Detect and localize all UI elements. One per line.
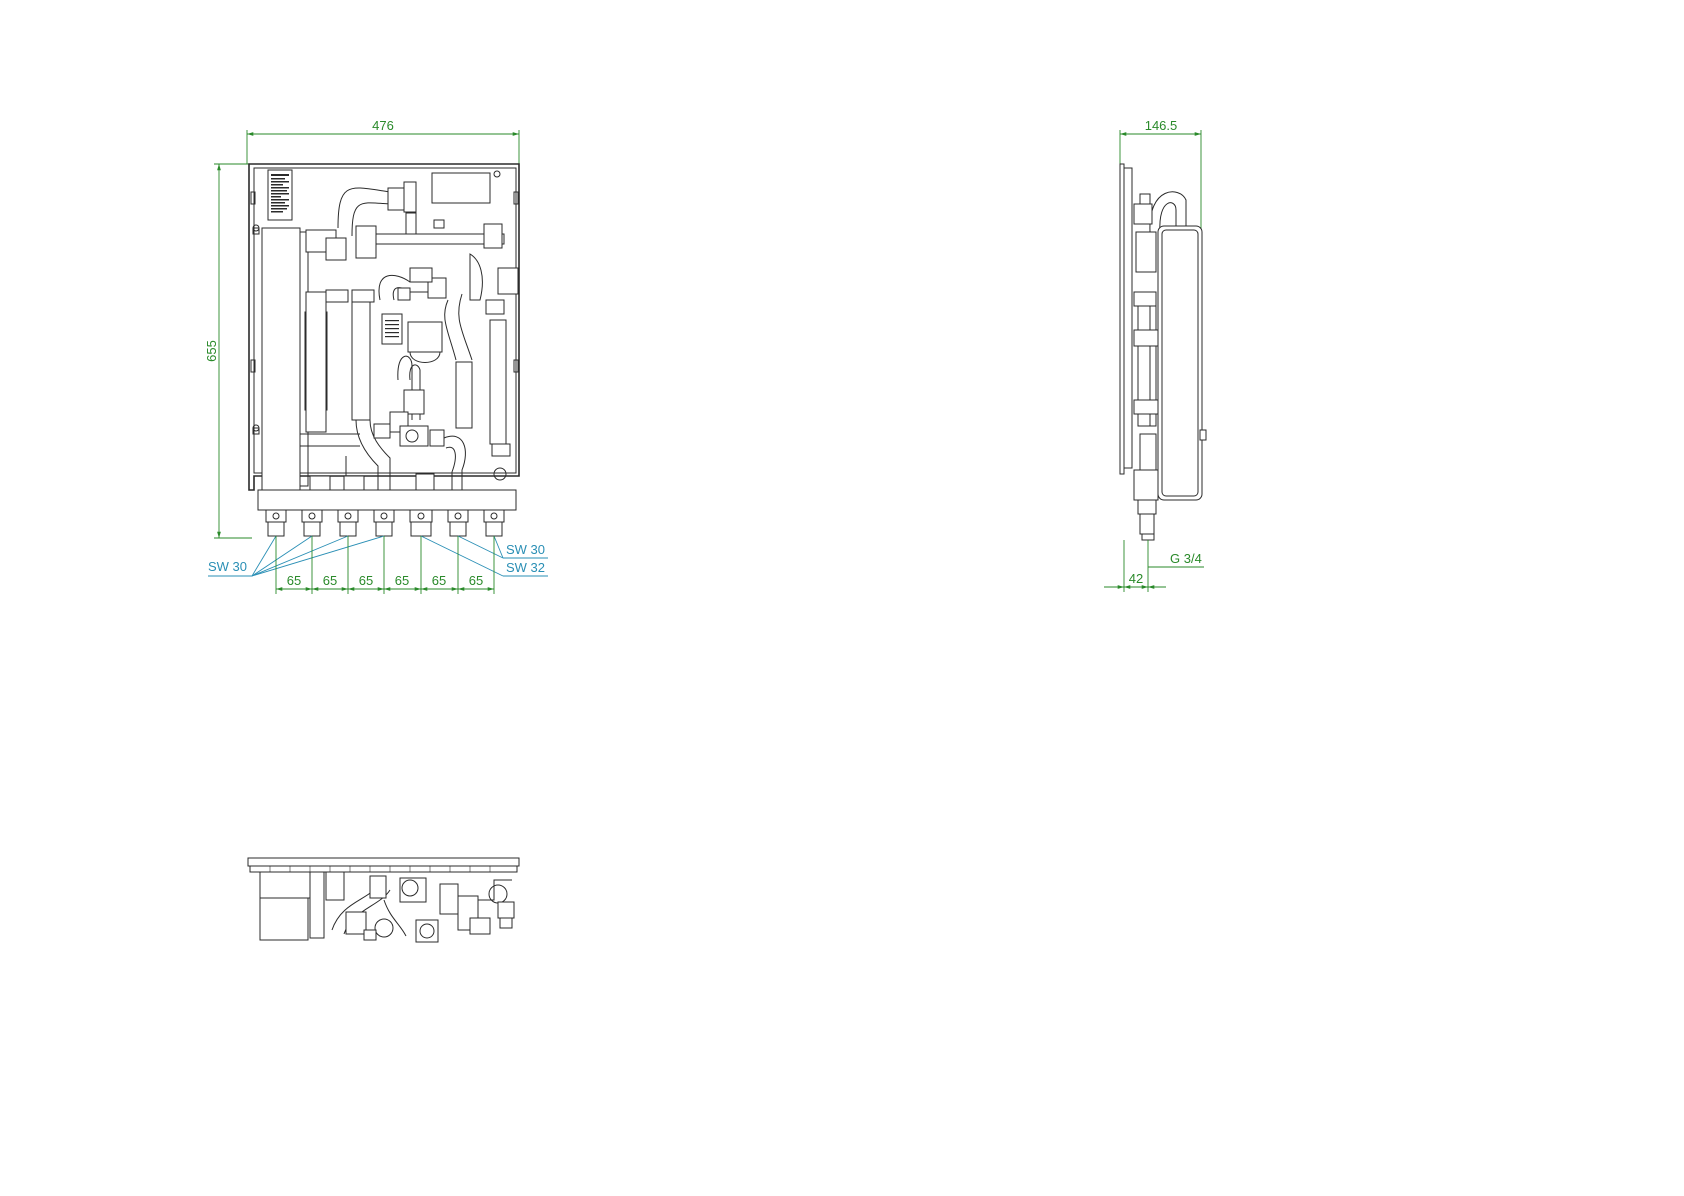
width-dimension: 476 (246, 118, 520, 164)
callout-sw-left: SW 30 (208, 559, 247, 574)
thread-label: G 3/4 (1170, 551, 1202, 566)
display-window (431, 172, 491, 204)
mounting-slots (250, 191, 519, 435)
side-housing (1157, 225, 1203, 501)
depth-label: 146.5 (1145, 118, 1178, 133)
callout-sw-right-upper: SW 30 (506, 542, 545, 557)
offset-label: 42 (1129, 571, 1143, 586)
pipe-assembly (305, 181, 519, 491)
depth-dimension: 146.5 (1119, 118, 1202, 230)
mounting-plate (248, 163, 520, 491)
spacing-label: 65 (432, 573, 446, 588)
top-plate (247, 857, 520, 867)
spacing-label: 65 (395, 573, 409, 588)
side-view: 146.5 42 (1104, 118, 1207, 592)
callout-sw-right-lower: SW 32 (506, 560, 545, 575)
front-view: 476 655 (204, 118, 548, 594)
thread-callout: G 3/4 (1148, 551, 1204, 568)
rating-label (267, 169, 293, 221)
side-plate (1119, 163, 1125, 475)
height-dimension: 655 (204, 163, 252, 539)
width-label: 476 (372, 118, 394, 133)
spacing-label: 65 (287, 573, 301, 588)
spacing-label: 65 (323, 573, 337, 588)
top-heat-exchanger (259, 897, 309, 941)
spacing-dimensions: 65 65 65 65 65 65 (275, 536, 495, 594)
offset-dimension: 42 (1104, 540, 1166, 592)
top-view (247, 857, 520, 943)
callouts: SW 30 SW 30 SW 32 (208, 535, 548, 577)
spacing-label: 65 (359, 573, 373, 588)
height-label: 655 (204, 340, 219, 362)
connection-bar (257, 489, 517, 537)
spacing-label: 65 (469, 573, 483, 588)
